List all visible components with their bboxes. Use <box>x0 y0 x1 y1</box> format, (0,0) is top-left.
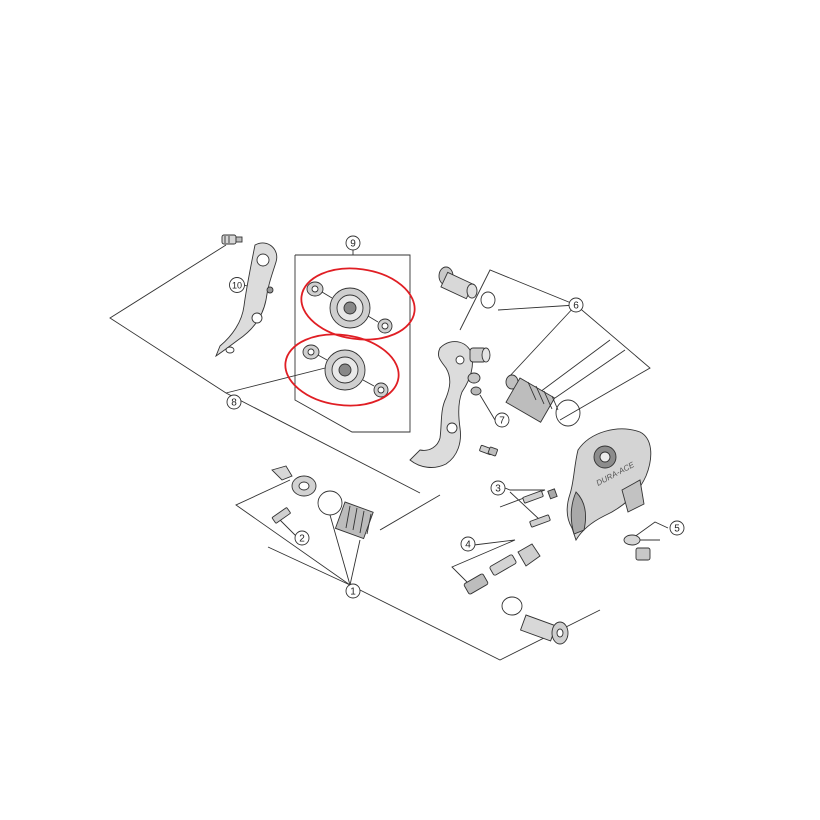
hanger-bolt <box>221 234 243 245</box>
lower-axle-bolt <box>501 596 569 645</box>
callout-4-label: 4 <box>465 540 471 551</box>
cable-fixing-bolt <box>623 534 651 561</box>
callout-3: 3 <box>490 480 506 496</box>
callout-6: 6 <box>568 297 584 313</box>
callout-1: 1 <box>345 583 361 599</box>
pulley-cage-plate <box>409 341 473 468</box>
callout-10: 10 <box>229 277 245 293</box>
callout-7-label: 7 <box>499 416 505 427</box>
callout-2-label: 2 <box>299 534 305 545</box>
limit-screws <box>522 488 558 528</box>
callout-5: 5 <box>669 520 685 536</box>
upper-pulley-assembly <box>306 281 393 334</box>
cage-stop-screw <box>479 444 498 457</box>
callout-9: 9 <box>345 235 361 251</box>
callout-8-label: 8 <box>231 398 237 409</box>
callout-6-label: 6 <box>573 301 579 312</box>
cage-axle-bolt <box>467 347 491 396</box>
b-tension-spring <box>505 374 581 427</box>
return-spring-set <box>271 465 374 540</box>
callout-9-label: 9 <box>350 239 356 250</box>
callout-4: 4 <box>460 536 476 552</box>
callout-2: 2 <box>294 530 310 546</box>
callout-3-label: 3 <box>495 484 501 495</box>
derailleur-body: DURA-ACE <box>566 428 652 542</box>
highlight-lower-pulley <box>284 333 400 407</box>
cable-adjuster <box>463 543 541 595</box>
highlight-upper-pulley <box>300 267 416 341</box>
callout-10-label: 10 <box>232 281 242 291</box>
callout-5-label: 5 <box>674 524 680 535</box>
main-axle-bolt <box>438 266 496 309</box>
lower-pulley-assembly <box>302 344 389 398</box>
derailleur-hanger <box>215 242 278 358</box>
callout-8: 8 <box>226 394 242 410</box>
callout-1-label: 1 <box>350 587 356 598</box>
callout-7: 7 <box>494 412 510 428</box>
